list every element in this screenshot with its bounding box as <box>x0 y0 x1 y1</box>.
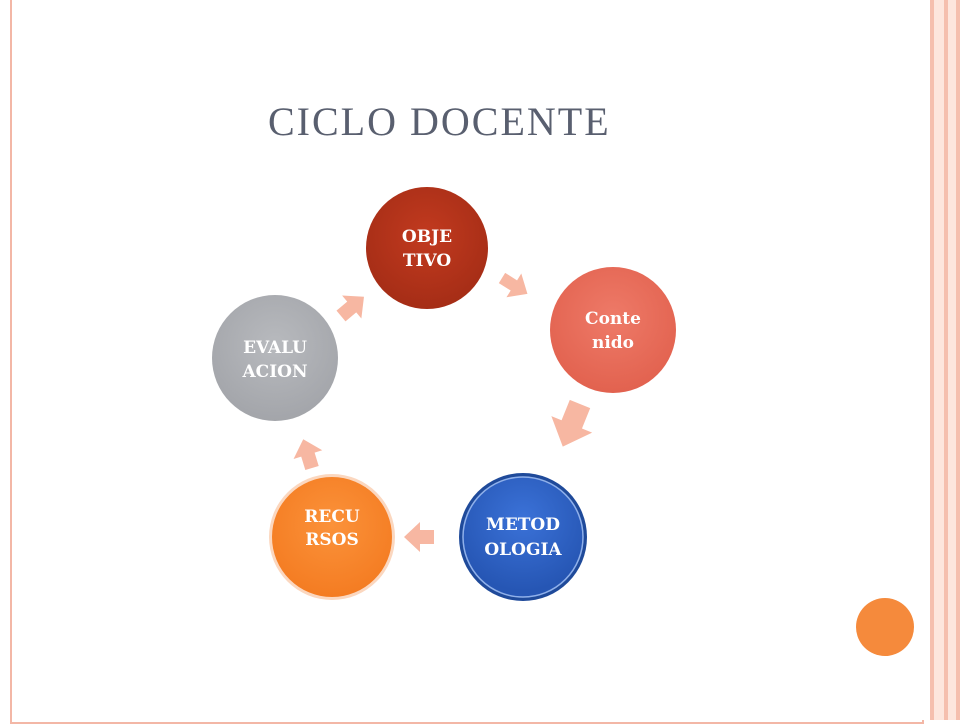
node-metodologia-line-1: METOD <box>486 515 560 535</box>
node-recursos-line-2: RSOS <box>305 530 359 550</box>
node-contenido-line-1: Conte <box>585 309 641 329</box>
node-objetivo-line-2: TIVO <box>403 251 451 271</box>
arrow-metodologia-recursos <box>404 522 434 552</box>
cycle-node-metodologia: METOD OLOGIA <box>459 473 587 601</box>
node-metodologia-line-2: OLOGIA <box>484 540 562 560</box>
decorative-orange-dot <box>856 598 914 656</box>
node-evaluacion-line-2: ACION <box>241 362 307 382</box>
cycle-node-evaluacion: EVALU ACION <box>212 295 338 421</box>
cycle-node-contenido: Conte nido <box>550 267 676 393</box>
node-objetivo-line-1: OBJE <box>402 227 452 247</box>
node-evaluacion-line-1: EVALU <box>243 338 307 358</box>
slide-title: CICLO DOCENTE <box>268 99 611 144</box>
decorative-stripes <box>920 0 960 720</box>
arrow-recursos-evaluacion <box>293 439 323 471</box>
arrow-objetivo-contenido <box>498 272 528 298</box>
cycle-node-objetivo: OBJE TIVO <box>366 187 488 309</box>
node-contenido-line-2: nido <box>592 333 634 353</box>
node-recursos-line-1: RECU <box>304 507 360 527</box>
arrow-evaluacion-objetivo <box>336 295 364 322</box>
arrow-contenido-metodologia <box>551 399 593 447</box>
cycle-node-recursos: RECU RSOS <box>269 474 395 600</box>
